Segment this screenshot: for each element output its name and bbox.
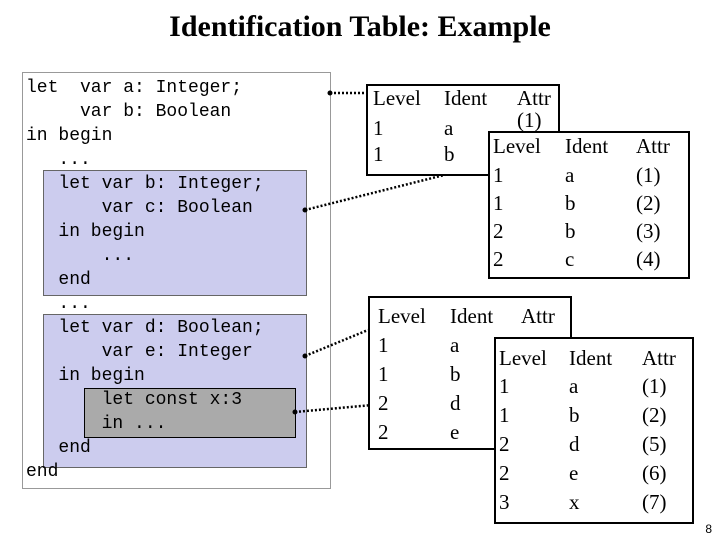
identification-table-2 xyxy=(488,131,690,279)
connector-line-4 xyxy=(294,392,495,414)
table-2-cell: 2 xyxy=(493,247,504,271)
table-2-cell: a xyxy=(565,163,575,187)
table-2-cell: (3) xyxy=(636,219,661,243)
table-3-header-attr: Attr xyxy=(521,304,555,328)
table-4-cell: (6) xyxy=(642,461,667,485)
code-line: var b: Boolean xyxy=(26,102,232,122)
table-4-cell: (1) xyxy=(642,374,667,398)
page-number: 8 xyxy=(705,522,712,536)
code-line: ... xyxy=(26,246,135,266)
code-line: end xyxy=(26,270,91,290)
code-line: ... xyxy=(26,150,91,170)
table-4-cell: (7) xyxy=(642,490,667,514)
code-line: var e: Integer xyxy=(26,342,253,362)
code-line: in begin xyxy=(26,222,145,242)
code-line: in ... xyxy=(26,414,167,434)
code-line: let var d: Boolean; xyxy=(26,318,264,338)
code-line: in begin xyxy=(26,366,145,386)
table-4-cell: a xyxy=(569,374,579,398)
table-4-cell: 1 xyxy=(499,403,510,427)
table-4-cell: b xyxy=(569,403,580,427)
table-2-cell: b xyxy=(565,219,576,243)
table-1-cell: (1) xyxy=(517,108,542,132)
table-4-header-attr: Attr xyxy=(642,346,676,370)
table-4-cell: 1 xyxy=(499,374,510,398)
table-3-cell: e xyxy=(450,420,460,444)
table-4-header-level: Level xyxy=(499,346,547,370)
table-3-header-ident: Ident xyxy=(450,304,494,328)
table-4-header-ident: Ident xyxy=(569,346,613,370)
table-2-cell: c xyxy=(565,247,575,271)
table-1-cell: b xyxy=(444,142,455,166)
scope-block-3 xyxy=(84,388,296,438)
table-1-cell: a xyxy=(444,116,454,140)
table-4-cell: d xyxy=(569,432,580,456)
table-3-cell: a xyxy=(450,333,460,357)
table-3-cell: 1 xyxy=(378,333,389,357)
connector-dot xyxy=(292,409,298,415)
slide-title: Identification Table: Example xyxy=(169,10,551,43)
table-2-cell: 1 xyxy=(493,163,504,187)
code-line: end xyxy=(26,438,91,458)
table-4-cell: 2 xyxy=(499,461,510,485)
table-2-cell: b xyxy=(565,191,576,215)
table-2-header-attr: Attr xyxy=(636,134,670,158)
scope-block-1 xyxy=(43,170,307,296)
table-4-cell: e xyxy=(569,461,579,485)
table-4-cell: 3 xyxy=(499,490,510,514)
connector-line-3 xyxy=(304,328,369,358)
code-line: ... xyxy=(26,294,91,314)
table-3-cell: 2 xyxy=(378,420,389,444)
table-4-cell: x xyxy=(569,490,580,514)
table-2-cell: (1) xyxy=(636,163,661,187)
code-line: let var b: Integer; xyxy=(26,174,264,194)
code-line: let const x:3 xyxy=(26,390,243,410)
table-1-header-level: Level xyxy=(373,86,421,110)
table-3-cell: d xyxy=(450,391,461,415)
table-4-cell: 2 xyxy=(499,432,510,456)
table-2-cell: 2 xyxy=(493,219,504,243)
table-2-header-level: Level xyxy=(493,134,541,158)
connector-dot xyxy=(302,353,308,359)
code-line: end xyxy=(26,462,59,482)
connector-dot xyxy=(302,207,308,213)
table-3-header-level: Level xyxy=(378,304,426,328)
table-2-cell: (4) xyxy=(636,247,661,271)
table-3-cell: 1 xyxy=(378,362,389,386)
table-2-header-ident: Ident xyxy=(565,134,609,158)
code-line: let var a: Integer; xyxy=(26,78,243,98)
connector-dot xyxy=(327,90,333,96)
table-4-cell: (5) xyxy=(642,432,667,456)
table-2-cell: (2) xyxy=(636,191,661,215)
code-line: in begin xyxy=(26,126,113,146)
table-1-header-attr: Attr xyxy=(517,86,551,110)
table-1-header-ident: Ident xyxy=(444,86,488,110)
table-2-cell: 1 xyxy=(493,191,504,215)
table-3-cell: 2 xyxy=(378,391,389,415)
code-line: var c: Boolean xyxy=(26,198,253,218)
table-3-cell: b xyxy=(450,362,461,386)
table-1-cell: 1 xyxy=(373,142,384,166)
table-1-cell: 1 xyxy=(373,116,384,140)
identification-table-4 xyxy=(494,337,694,524)
table-4-cell: (2) xyxy=(642,403,667,427)
